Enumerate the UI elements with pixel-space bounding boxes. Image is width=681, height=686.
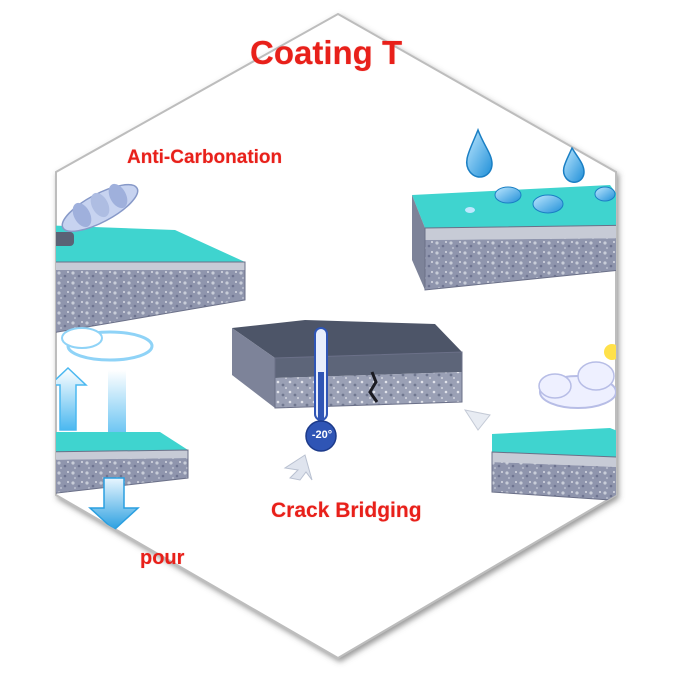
sun-icon [604, 344, 616, 360]
arrow-right-icon [463, 409, 491, 431]
crack-bridging-block [232, 320, 463, 409]
label-anti-carbonation: Anti-Carbonation [127, 147, 283, 168]
vapour-block [56, 432, 189, 496]
arrow-down-icon [88, 477, 140, 532]
thermometer-reading: -20° [311, 429, 333, 441]
label-crack-bridging: Crack Bridging [271, 499, 422, 522]
cloud-icon [61, 327, 154, 362]
arrow-up-icon [56, 366, 126, 432]
page-title: Coating T [250, 34, 403, 71]
thermometer-icon [305, 327, 337, 452]
roller-brush-icon [56, 183, 139, 246]
diagram-content [56, 127, 616, 532]
cloud-icon-right [538, 361, 616, 409]
water-repellent-block [412, 185, 616, 291]
weathering-block [491, 428, 616, 503]
arrow-down-left-icon [283, 454, 313, 481]
water-drop-icon [465, 127, 616, 214]
anti-carbonation-block [56, 225, 246, 336]
label-vapour: pour [140, 547, 185, 569]
